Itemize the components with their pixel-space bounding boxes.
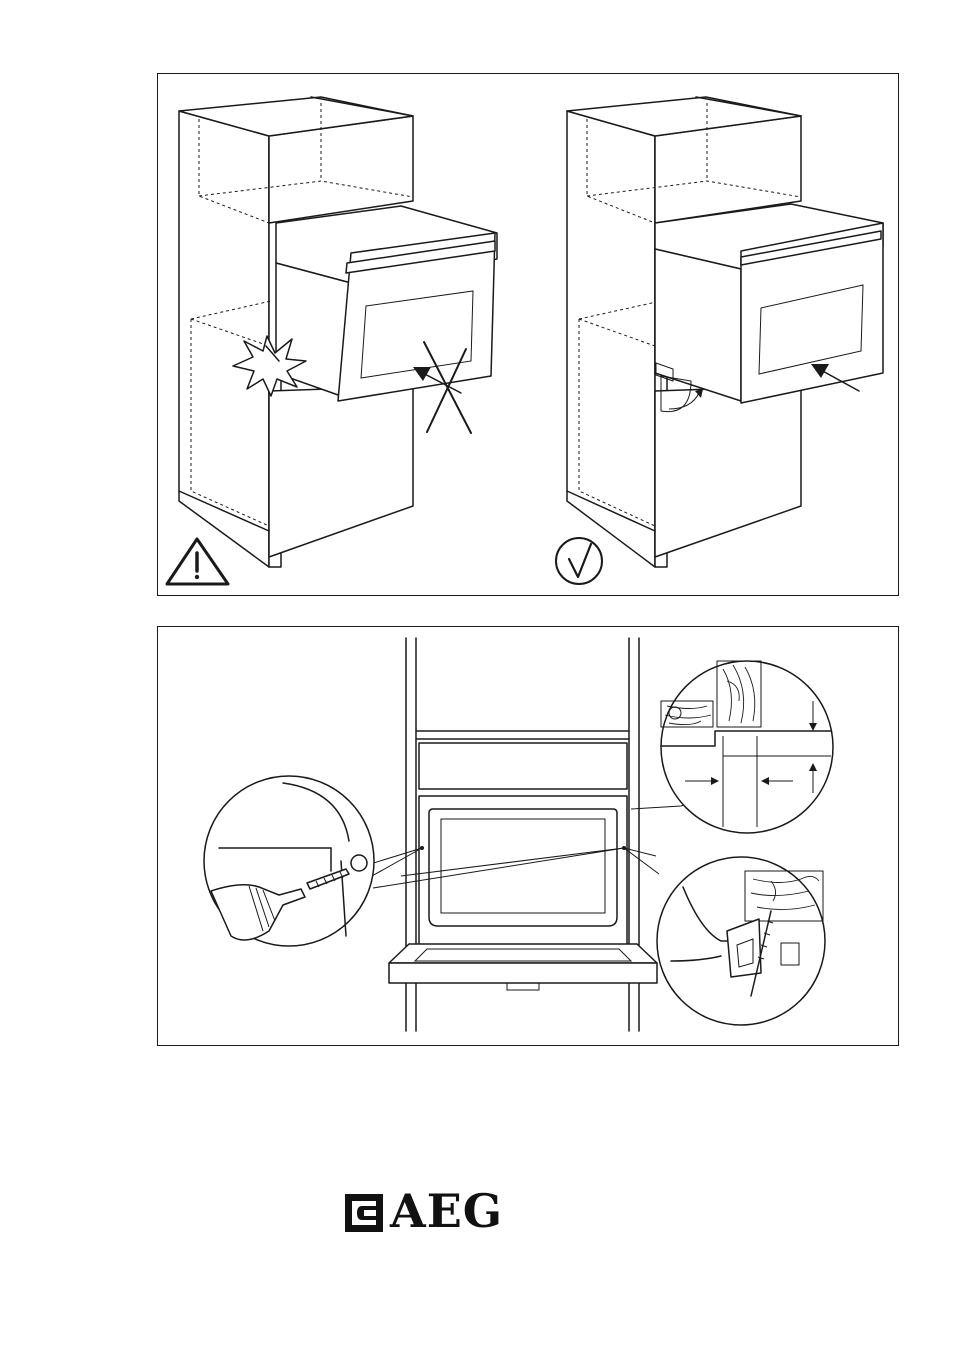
electrolux-logo-icon (344, 1193, 384, 1233)
installation-figure-panel (157, 73, 899, 596)
gap-detail (661, 661, 833, 833)
drill-detail (204, 776, 374, 946)
brand-logo-text: AEG (390, 1184, 503, 1238)
installation-illustration (158, 74, 900, 597)
fixing-figure-panel (157, 626, 899, 1046)
cabinet-correct (556, 97, 883, 584)
check-icon (556, 538, 602, 584)
cabinet-wrong (167, 97, 497, 584)
fixing-illustration (158, 627, 900, 1047)
warning-icon (167, 539, 228, 584)
oven (389, 796, 657, 990)
screw-detail (657, 857, 825, 1025)
